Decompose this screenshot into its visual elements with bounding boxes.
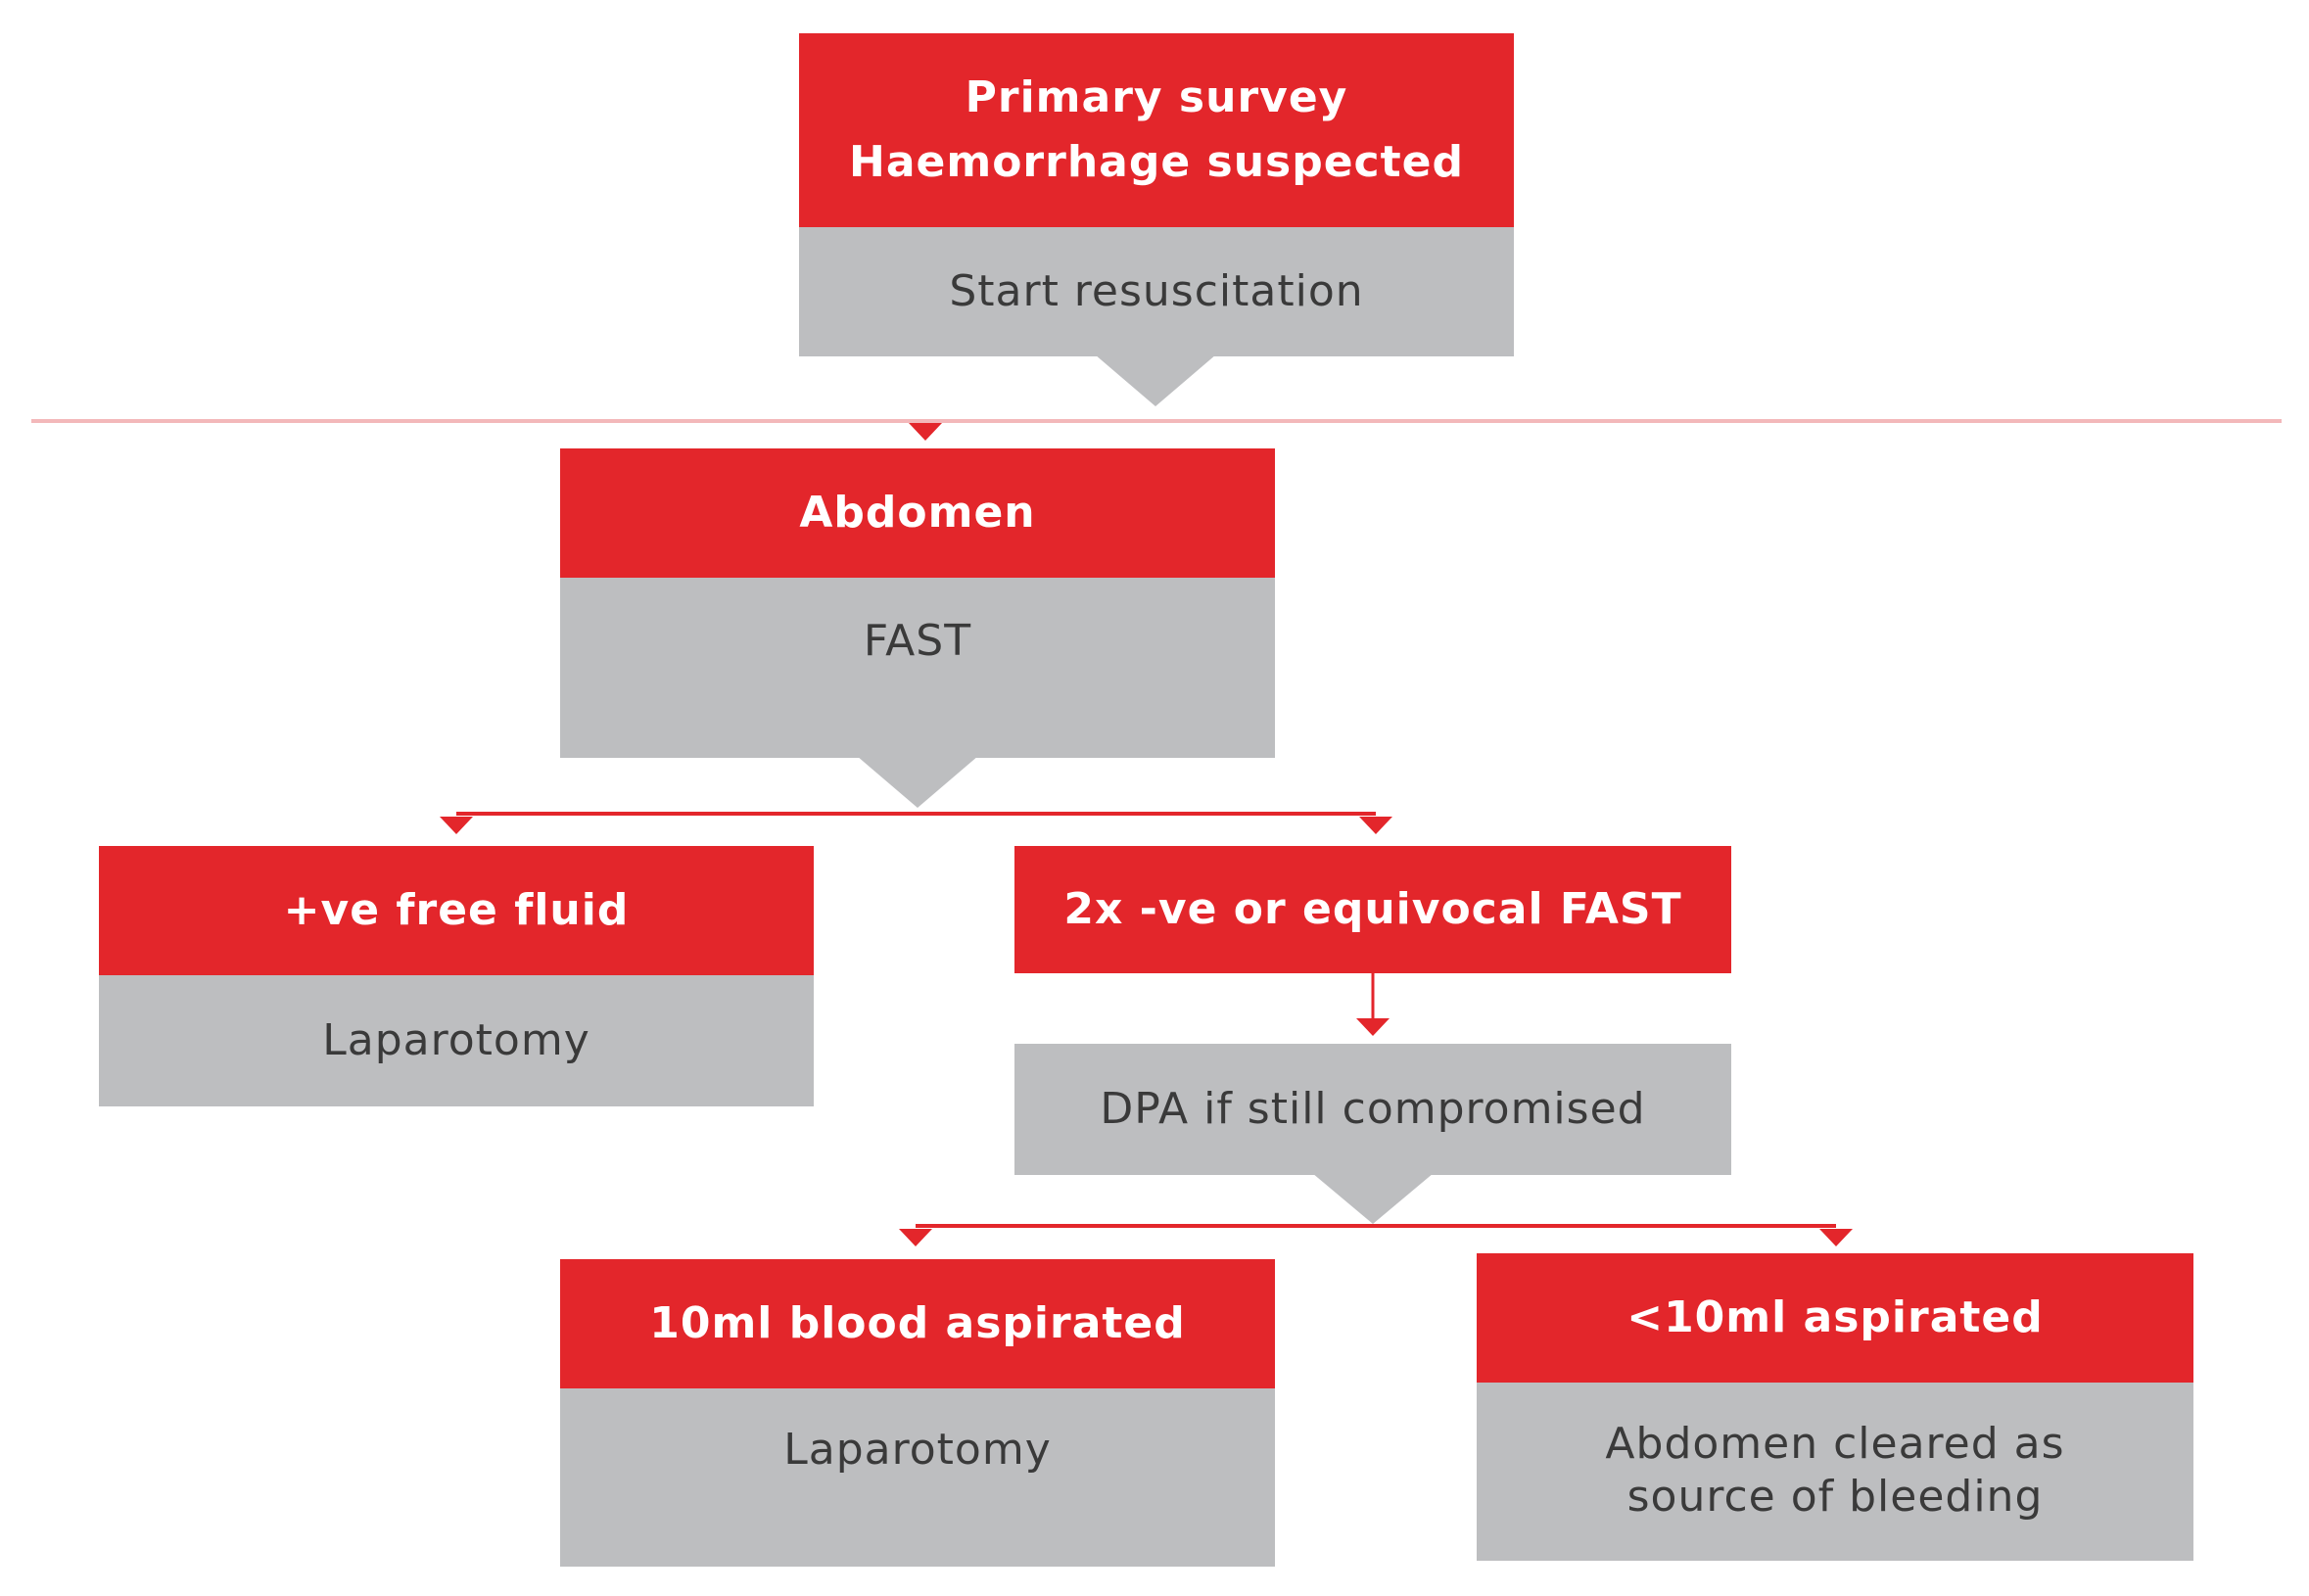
header-text: Abdomen: [799, 488, 1036, 538]
header-line: Primary survey: [965, 72, 1348, 122]
node-header: 2x -ve or equivocal FAST: [1014, 846, 1731, 973]
body-line: Abdomen cleared as: [1605, 1419, 2065, 1469]
node-body: Start resuscitation: [799, 227, 1514, 356]
pointer-primary: [1095, 354, 1216, 406]
arrowhead-to-positive-fluid: [440, 817, 473, 834]
node-negative-fast: 2x -ve or equivocal FAST: [1014, 846, 1731, 973]
pointer-dpa: [1312, 1173, 1434, 1224]
body-text: DPA if still compromised: [1100, 1084, 1646, 1134]
node-header: 10ml blood aspirated: [560, 1259, 1275, 1388]
header-text: 10ml blood aspirated: [649, 1298, 1186, 1348]
node-header: +ve free fluid: [99, 846, 814, 975]
arrowhead-to-blood-aspirated: [899, 1229, 932, 1246]
body-text: Laparotomy: [322, 1015, 590, 1065]
node-body: DPA if still compromised: [1014, 1044, 1731, 1175]
node-abdomen: Abdomen FAST: [560, 448, 1275, 758]
header-text: 2x -ve or equivocal FAST: [1063, 884, 1682, 934]
node-dpa: DPA if still compromised: [1014, 1044, 1731, 1175]
header-text: <10ml aspirated: [1626, 1292, 2044, 1342]
body-text: FAST: [863, 616, 972, 666]
node-body: Laparotomy: [560, 1388, 1275, 1567]
node-blood-aspirated: 10ml blood aspirated Laparotomy: [560, 1259, 1275, 1567]
node-header: <10ml aspirated: [1477, 1253, 2193, 1383]
header-text: +ve free fluid: [283, 885, 630, 935]
arrowhead-to-less-aspirated: [1819, 1229, 1853, 1246]
node-body: Laparotomy: [99, 975, 814, 1106]
body-line: source of bleeding: [1626, 1472, 2044, 1522]
body-text: Laparotomy: [783, 1425, 1052, 1475]
header-line: Haemorrhage suspected: [849, 137, 1464, 187]
arrowhead-to-dpa: [1356, 1018, 1390, 1036]
body-text: Start resuscitation: [949, 266, 1364, 316]
pointer-abdomen: [857, 756, 978, 808]
node-less-aspirated: <10ml aspirated Abdomen cleared as sourc…: [1477, 1253, 2193, 1561]
node-header: Primary survey Haemorrhage suspected: [799, 33, 1514, 227]
arrowhead-to-negative-fast: [1359, 817, 1392, 834]
node-header: Abdomen: [560, 448, 1275, 578]
node-body: Abdomen cleared as source of bleeding: [1477, 1383, 2193, 1561]
node-primary-survey: Primary survey Haemorrhage suspected Sta…: [799, 33, 1514, 356]
node-positive-free-fluid: +ve free fluid Laparotomy: [99, 846, 814, 1106]
arrowhead-to-abdomen: [909, 423, 942, 441]
node-body: FAST: [560, 578, 1275, 758]
